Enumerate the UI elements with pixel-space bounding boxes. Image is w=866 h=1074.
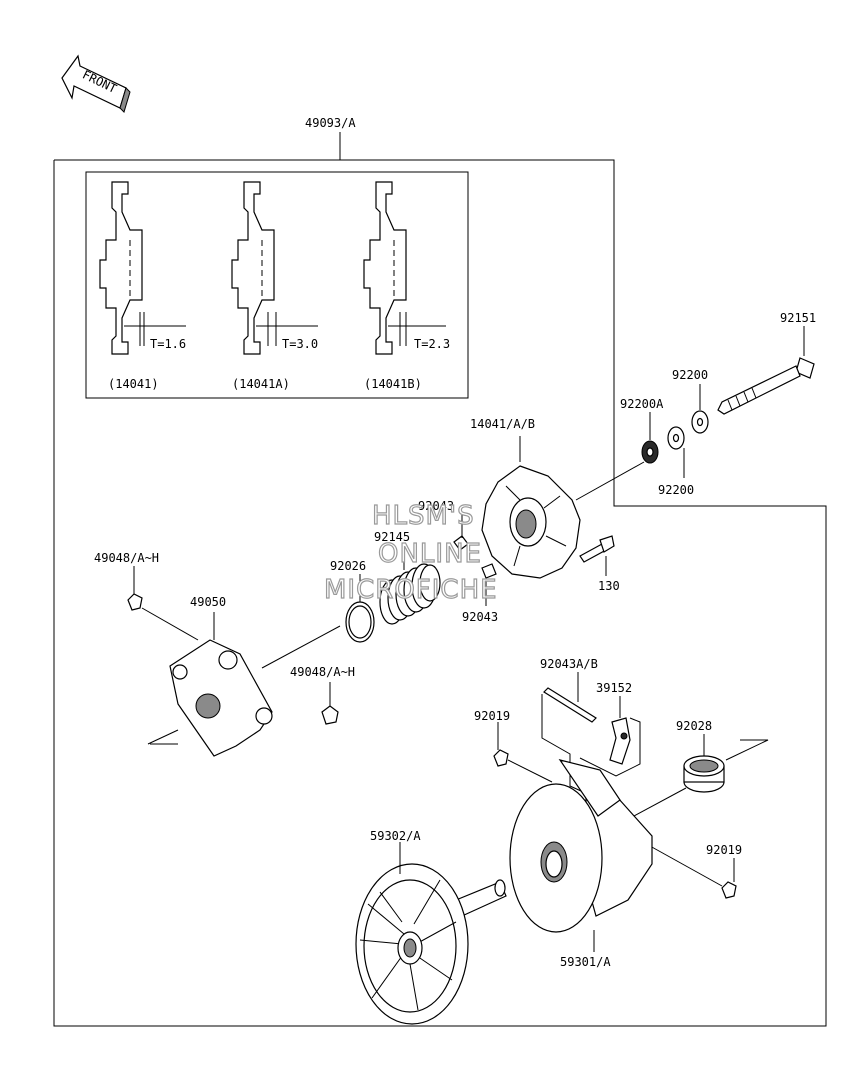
label-49048-top: 49048/A~H [94,551,159,565]
label-49050: 49050 [190,595,226,609]
ring-92026 [345,574,375,643]
pin-92043-lower [481,563,497,606]
label-92200-bottom: 92200 [658,483,694,497]
bracket-49050 [147,612,273,757]
bushing-92028 [633,734,769,817]
label-49048-mid: 49048/A~H [290,665,355,679]
nut-92019-left [493,722,553,783]
code-14041: (14041) [108,377,159,391]
label-92019-right: 92019 [706,843,742,857]
label-92019-left: 92019 [474,709,510,723]
label-59301: 59301/A [560,955,611,969]
sheave-59302 [355,842,507,1025]
washer-92200-bottom [667,426,685,478]
nut-92019-right [649,845,737,899]
code-14041a: (14041A) [232,377,290,391]
thickness-14041a: T=3.0 [282,337,318,351]
weight-39152 [579,696,641,777]
label-92200a: 92200A [620,397,664,411]
washer-92200-top [691,384,709,434]
watermark: HLSM'S ONLINE MICROFICHE [323,500,498,605]
label-92028: 92028 [676,719,712,733]
shim-variant-14041a: T=3.0 (14041A) [231,181,318,391]
bearing-92200a [641,412,659,464]
label-92043-upper: 92043 [418,499,454,513]
pin-92043-upper [453,514,469,551]
label-92043-lower: 92043 [462,610,498,624]
nut-49048-top [127,566,199,641]
spider-14041 [481,436,645,579]
thickness-14041b: T=2.3 [414,337,450,351]
spring-92145 [379,544,441,625]
label-14041-assy: 14041/A/B [470,417,535,431]
nut-49048-mid [261,625,341,725]
label-92200-top: 92200 [672,368,708,382]
label-92151: 92151 [780,311,816,325]
front-arrow-icon: FRONT [61,54,131,113]
label-92043ab: 92043A/B [540,657,598,671]
watermark-line3: MICROFICHE [324,575,498,605]
sheave-59301 [509,759,653,952]
label-59302: 59302/A [370,829,421,843]
label-130: 130 [598,579,620,593]
label-92026: 92026 [330,559,366,573]
variant-inset-box [85,171,469,399]
bolt-92151 [717,326,815,415]
watermark-line1: HLSM'S [372,501,475,531]
assembly-outline [53,159,827,1027]
shim-variant-14041: T=1.6 (14041) [99,181,186,391]
label-49093: 49093/A [305,116,356,130]
pin-92043ab [541,672,615,807]
bolt-130 [579,535,615,576]
code-14041b: (14041B) [364,377,422,391]
label-92145: 92145 [374,530,410,544]
label-39152: 39152 [596,681,632,695]
thickness-14041: T=1.6 [150,337,186,351]
watermark-line2: ONLINE [378,539,482,569]
shim-variant-14041b: T=2.3 (14041B) [363,181,450,391]
